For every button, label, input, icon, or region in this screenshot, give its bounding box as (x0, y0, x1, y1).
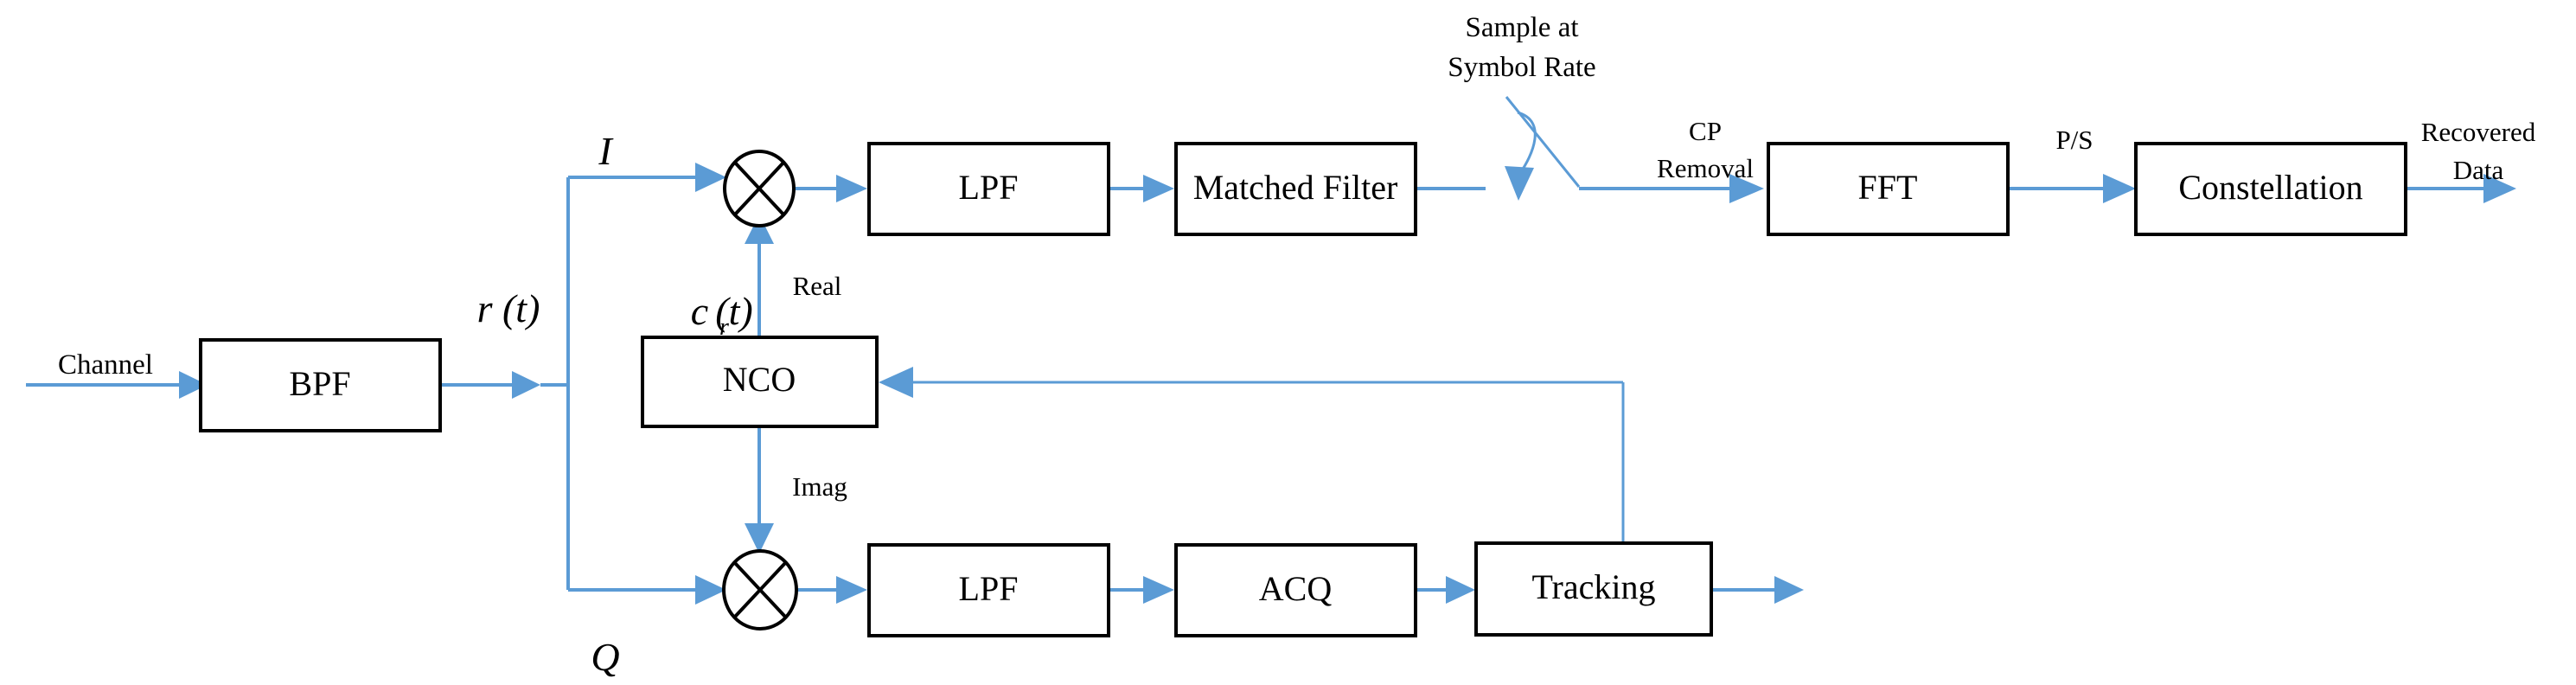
sample-note-callout-arrow (1505, 111, 1537, 201)
label-nco-signal-subscript: r (719, 314, 729, 341)
block-acq[interactable]: ACQ (1174, 543, 1417, 637)
block-constellation-label: Constellation (2178, 168, 2362, 207)
block-matched-filter-label: Matched Filter (1193, 168, 1398, 207)
label-nco-real: Real (793, 271, 842, 301)
block-lpf-i[interactable]: LPF (867, 142, 1110, 236)
label-nco-signal: c r (t) (691, 289, 753, 341)
label-recovered-line2: Data (2453, 155, 2504, 185)
block-lpf-i-label: LPF (959, 168, 1019, 207)
block-acq-label: ACQ (1259, 569, 1333, 608)
label-sample-note-line1: Sample at (1465, 12, 1578, 43)
wire-lpfq-to-acq (1109, 576, 1174, 604)
label-nco-imag: Imag (792, 471, 847, 502)
block-tracking[interactable]: Tracking (1474, 541, 1713, 637)
wire-acq-to-tracking (1416, 576, 1475, 604)
wire-channel-to-bpf (26, 371, 208, 399)
wire-feedback-tracking-to-nco (879, 367, 1625, 543)
block-lpf-q[interactable]: LPF (867, 543, 1110, 637)
wire-lpfi-to-matched-filter (1109, 175, 1174, 202)
wire-mixeri-to-lpfi (795, 175, 867, 202)
block-lpf-q-label: LPF (959, 569, 1019, 608)
wire-fft-to-constellation (2006, 174, 2136, 203)
label-branch-i: I (598, 129, 614, 173)
label-ps: P/S (2055, 125, 2093, 155)
block-bpf[interactable]: BPF (199, 338, 442, 432)
wire-switch-to-fft (1579, 174, 1764, 203)
wire-nco-imag (745, 426, 774, 554)
wire-constellation-to-output (2404, 174, 2516, 203)
block-fft-label: FFT (1858, 168, 1918, 207)
block-nco-label: NCO (723, 360, 796, 399)
wire-i-branch (568, 163, 726, 192)
label-nco-signal-tail: (t) (715, 289, 752, 333)
label-cp-removal-line1: CP (1689, 116, 1722, 146)
label-cp-removal-line2: Removal (1657, 153, 1754, 183)
wire-mixerq-to-lpfq (796, 576, 867, 604)
wire-nco-real (745, 214, 774, 337)
wire-bpf-to-split (439, 371, 568, 399)
label-r-of-t: r (t) (477, 286, 540, 330)
multiplier-i-branch[interactable] (723, 150, 796, 227)
label-recovered-line1: Recovered (2421, 117, 2536, 147)
wire-q-branch (568, 575, 726, 605)
block-fft[interactable]: FFT (1767, 142, 2010, 236)
block-tracking-label: Tracking (1532, 567, 1656, 606)
block-nco[interactable]: NCO (641, 336, 879, 428)
multiplier-q-branch[interactable] (722, 549, 798, 631)
label-branch-q: Q (591, 635, 619, 679)
block-matched-filter[interactable]: Matched Filter (1174, 142, 1417, 236)
label-sample-note-line2: Symbol Rate (1448, 52, 1595, 83)
label-nco-signal-base: c (691, 289, 708, 333)
block-bpf-label: BPF (289, 364, 350, 403)
wire-tracking-output (1712, 576, 1804, 604)
label-channel-input: Channel (58, 349, 153, 381)
block-constellation[interactable]: Constellation (2134, 142, 2407, 236)
